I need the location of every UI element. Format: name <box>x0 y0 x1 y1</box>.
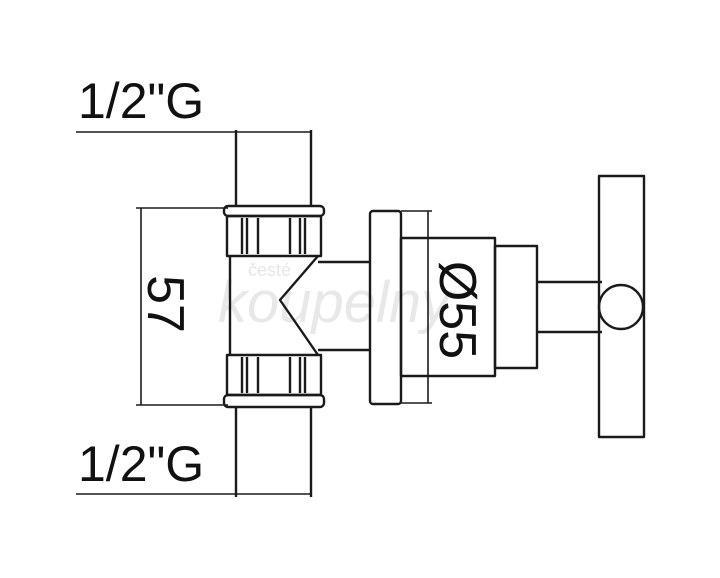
bottom-pipe <box>234 408 313 497</box>
watermark-large-text: koupelny <box>218 270 453 335</box>
top-pipe <box>234 130 313 206</box>
top-thread-label: 1/2"G <box>78 73 204 129</box>
spindle-housing <box>399 236 602 378</box>
height-dimension-label: 57 <box>136 275 194 333</box>
diameter-dimension-line <box>401 210 432 404</box>
top-nut <box>222 204 326 258</box>
bottom-thread-label: 1/2"G <box>78 436 204 492</box>
watermark-small-text: česté <box>248 260 291 280</box>
bottom-nut <box>222 353 326 409</box>
cross-handle <box>597 174 646 439</box>
valve-body <box>228 255 370 356</box>
diameter-dimension-label: Ø55 <box>428 261 486 359</box>
watermark: česté koupelny <box>218 260 453 335</box>
height-dimension-line <box>136 207 228 406</box>
